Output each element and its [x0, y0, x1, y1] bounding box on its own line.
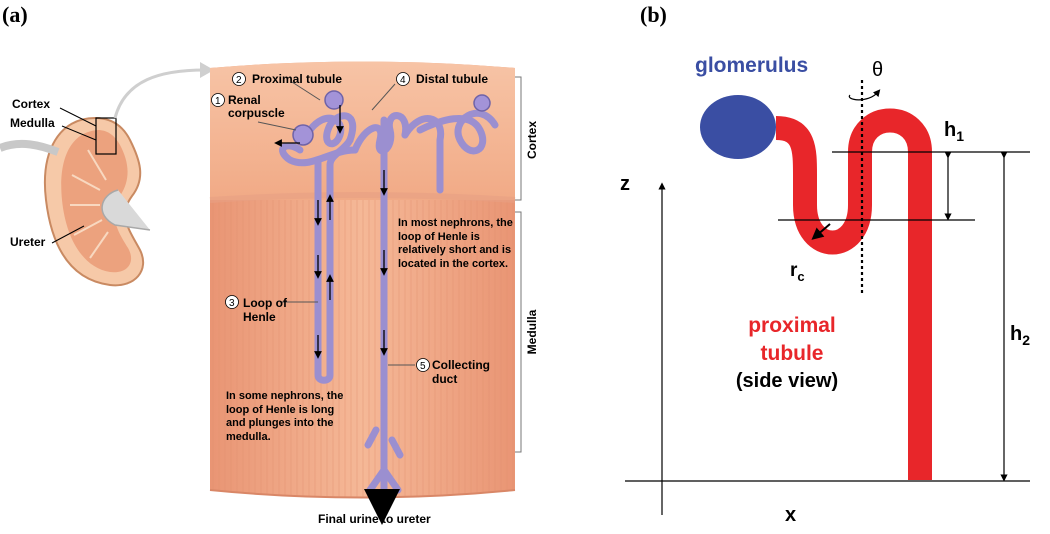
side-view-label: (side view) — [736, 370, 838, 392]
num-2: 2 — [236, 75, 242, 86]
tubule-label-line1: proximal — [748, 314, 836, 337]
kidney-illustration — [0, 62, 214, 287]
num-1: 1 — [215, 96, 221, 107]
tubule-label-line2: tubule — [761, 342, 824, 365]
z-axis-label: z — [620, 173, 630, 195]
num-3: 3 — [229, 298, 235, 309]
num-4: 4 — [400, 75, 406, 86]
kidney-ureter-label: Ureter — [10, 235, 46, 249]
glomerulus-shape — [700, 95, 776, 159]
rc-label: rc — [790, 260, 805, 284]
medulla-pointer — [61, 125, 97, 141]
final-urine-label: Final urine to ureter — [318, 512, 431, 526]
panel-b-label: (b) — [640, 2, 667, 27]
long-loop-note: In some nephrons, the loop of Henle is l… — [226, 390, 344, 443]
region-cortex-label: Cortex — [525, 121, 539, 159]
short-loop-note: In most nephrons, the loop of Henle is r… — [398, 217, 513, 270]
distal-tubule-label: Distal tubule — [416, 72, 488, 86]
x-axis-label: x — [785, 504, 796, 526]
h1-label: h1 — [944, 119, 964, 144]
h2-label: h2 — [1010, 323, 1030, 348]
theta-label: θ — [872, 59, 883, 81]
geometry-lines — [625, 80, 1030, 515]
cortex-pointer — [59, 107, 97, 127]
panel-a-label: (a) — [2, 2, 28, 27]
region-medulla-label: Medulla — [525, 309, 539, 354]
flow-arrows — [274, 105, 388, 359]
proximal-tubule-label: Proximal tubule — [252, 72, 342, 86]
collecting-duct-label: Collecting duct — [432, 358, 491, 386]
ureter-pointer — [51, 225, 85, 244]
renal-corpuscle-label: Renal corpuscle — [228, 94, 285, 120]
kidney-medulla-label: Medulla — [10, 116, 55, 130]
proximal-tubule-shape — [774, 108, 932, 480]
tubule-model — [700, 95, 932, 480]
num-5: 5 — [420, 361, 426, 372]
glomerulus-label: glomerulus — [695, 54, 808, 77]
region-brackets — [515, 76, 522, 453]
kidney-cortex-label: Cortex — [12, 97, 50, 111]
loop-of-henle-label: Loop of Henle — [243, 296, 287, 324]
